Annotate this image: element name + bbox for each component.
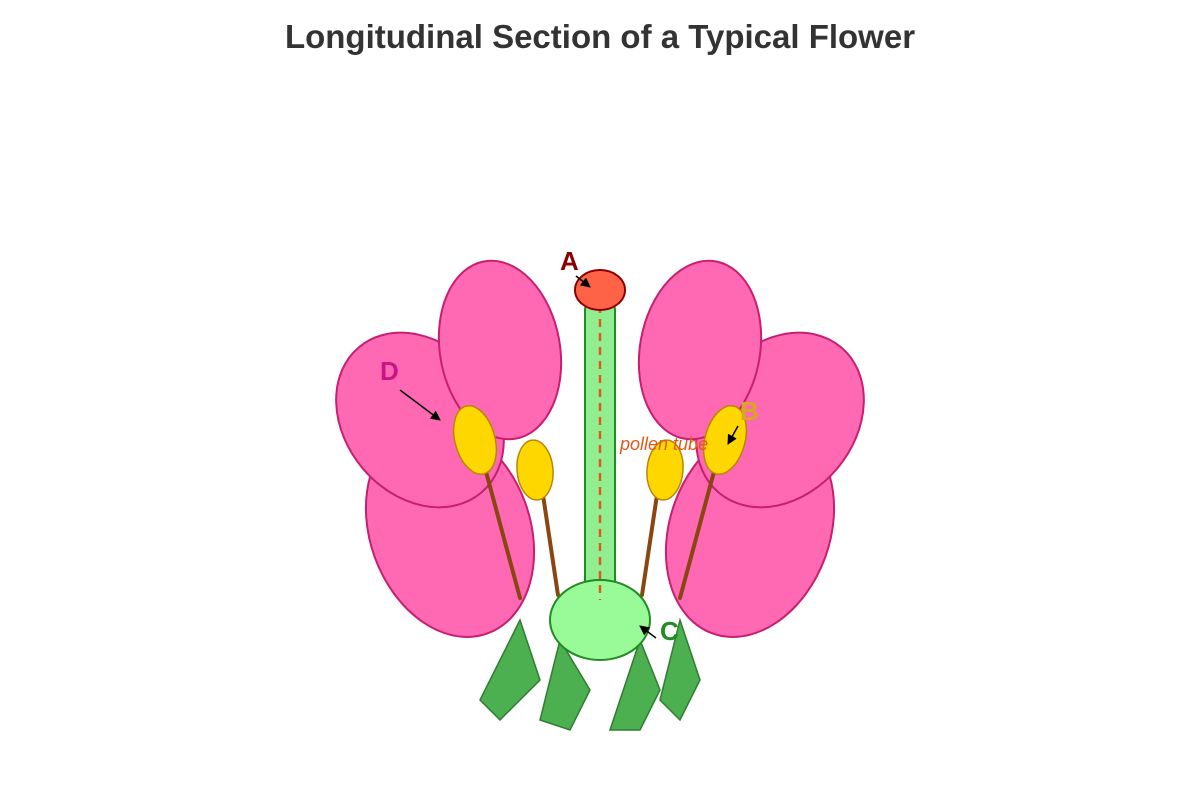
anther-inner-right bbox=[646, 439, 684, 501]
anther-outer-left bbox=[452, 405, 498, 475]
sepals bbox=[479, 617, 701, 731]
label-a: A bbox=[560, 246, 579, 276]
diagram-title: Longitudinal Section of a Typical Flower bbox=[284, 18, 916, 55]
anther-outer-right bbox=[702, 405, 748, 475]
label-pollen-tube: pollen tube bbox=[619, 434, 708, 454]
pointer-arrows bbox=[399, 275, 739, 639]
filament-outer-left bbox=[483, 466, 522, 600]
arrow-d bbox=[399, 389, 441, 421]
filament-inner-right bbox=[640, 493, 659, 597]
stigma bbox=[574, 269, 626, 311]
sepal-1 bbox=[479, 618, 541, 722]
sepal-4 bbox=[659, 617, 701, 722]
petal-left-upper bbox=[437, 259, 563, 441]
label-b: B bbox=[740, 396, 759, 426]
petal-right-upper bbox=[637, 259, 763, 441]
sepal-2 bbox=[539, 638, 591, 731]
anther-inner-left bbox=[516, 439, 554, 501]
arrow-b bbox=[727, 425, 739, 445]
petals bbox=[335, 259, 865, 638]
anthers bbox=[452, 405, 748, 501]
sepal-3 bbox=[608, 637, 661, 731]
filaments bbox=[483, 466, 717, 600]
label-d: D bbox=[380, 356, 399, 386]
label-c: C bbox=[660, 616, 679, 646]
filament-inner-left bbox=[541, 493, 560, 597]
filament-outer-right bbox=[678, 466, 717, 600]
ovary bbox=[549, 579, 651, 661]
arrow-a bbox=[575, 275, 591, 288]
arrow-c bbox=[639, 625, 657, 639]
